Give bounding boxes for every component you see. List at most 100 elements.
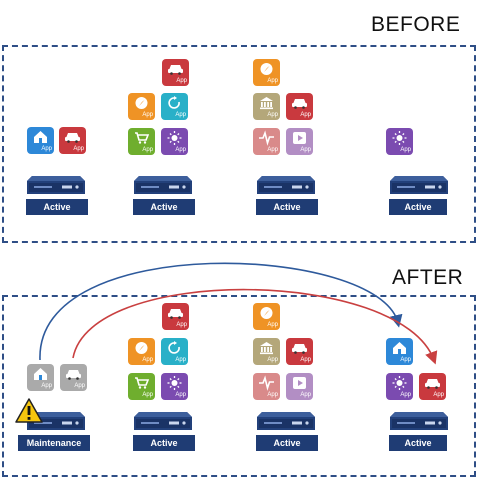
before-panel [2, 45, 476, 243]
app-tile: App [161, 373, 188, 400]
app-label: App [175, 112, 186, 118]
app-tile: App [253, 59, 280, 86]
app-label: App [400, 392, 411, 398]
compass-icon [128, 338, 155, 360]
app-label: App [175, 392, 186, 398]
app-label: App [176, 78, 187, 84]
blue-migration-arrow [39, 262, 403, 361]
before-heading: BEFORE [371, 13, 461, 36]
app-tile: App [27, 364, 54, 391]
car-icon [60, 364, 87, 386]
status-badge: Active [133, 199, 195, 215]
app-tile: App [161, 93, 188, 120]
car-icon [162, 303, 189, 325]
after-heading: AFTER [392, 266, 464, 289]
app-tile: App [161, 128, 188, 155]
app-tile: App [253, 373, 280, 400]
car-icon [286, 338, 313, 360]
refresh-icon [161, 338, 188, 360]
app-tile: App [386, 338, 413, 365]
app-tile: App [59, 127, 86, 154]
server-icon [133, 411, 193, 431]
app-label: App [267, 78, 278, 84]
status-badge: Active [389, 199, 447, 215]
app-tile: App [253, 128, 280, 155]
app-tile: App [253, 303, 280, 330]
app-tile: App [128, 338, 155, 365]
cart-icon [128, 373, 155, 395]
play-icon [286, 128, 313, 150]
home-icon [386, 338, 413, 360]
app-label: App [142, 392, 153, 398]
app-label: App [300, 357, 311, 363]
app-label: App [142, 357, 153, 363]
pulse-icon [253, 128, 280, 150]
sun-icon [161, 128, 188, 150]
app-tile: App [60, 364, 87, 391]
status-badge: Active [256, 199, 318, 215]
app-label: App [300, 147, 311, 153]
app-label: App [267, 147, 278, 153]
home-icon [27, 364, 54, 386]
server-icon [256, 175, 316, 195]
server-icon [389, 411, 449, 431]
app-label: App [73, 146, 84, 152]
bank-icon [253, 93, 280, 115]
app-tile: App [27, 127, 54, 154]
app-label: App [175, 147, 186, 153]
app-tile: App [386, 373, 413, 400]
status-badge: Active [26, 199, 88, 215]
app-tile: App [286, 93, 313, 120]
app-tile: App [128, 93, 155, 120]
app-tile: App [286, 338, 313, 365]
server-icon [389, 175, 449, 195]
refresh-icon [161, 93, 188, 115]
app-tile: App [253, 93, 280, 120]
sun-icon [386, 373, 413, 395]
app-tile: App [253, 338, 280, 365]
app-label: App [400, 357, 411, 363]
app-tile: App [386, 128, 413, 155]
status-badge: Maintenance [18, 435, 90, 451]
bank-icon [253, 338, 280, 360]
app-label: App [142, 112, 153, 118]
status-badge: Active [389, 435, 447, 451]
car-icon [286, 93, 313, 115]
app-label: App [267, 112, 278, 118]
compass-icon [253, 59, 280, 81]
sun-icon [386, 128, 413, 150]
app-label: App [176, 322, 187, 328]
car-icon [59, 127, 86, 149]
app-label: App [433, 392, 444, 398]
car-icon [162, 59, 189, 81]
compass-icon [253, 303, 280, 325]
status-badge: Active [133, 435, 195, 451]
cart-icon [128, 128, 155, 150]
app-label: App [41, 146, 52, 152]
play-icon [286, 373, 313, 395]
app-label: App [142, 147, 153, 153]
app-label: App [300, 392, 311, 398]
sun-icon [161, 373, 188, 395]
app-label: App [175, 357, 186, 363]
app-tile: App [162, 303, 189, 330]
app-tile: App [161, 338, 188, 365]
pulse-icon [253, 373, 280, 395]
server-icon [133, 175, 193, 195]
warning-icon [15, 398, 43, 423]
app-label: App [74, 383, 85, 389]
app-label: App [267, 357, 278, 363]
server-icon [256, 411, 316, 431]
app-label: App [41, 383, 52, 389]
app-tile: App [419, 373, 446, 400]
red-migration-arrow [72, 288, 438, 365]
app-label: App [267, 392, 278, 398]
app-tile: App [128, 373, 155, 400]
status-badge: Active [256, 435, 318, 451]
server-icon [26, 175, 86, 195]
app-tile: App [162, 59, 189, 86]
after-panel [2, 295, 476, 477]
app-label: App [300, 112, 311, 118]
compass-icon [128, 93, 155, 115]
